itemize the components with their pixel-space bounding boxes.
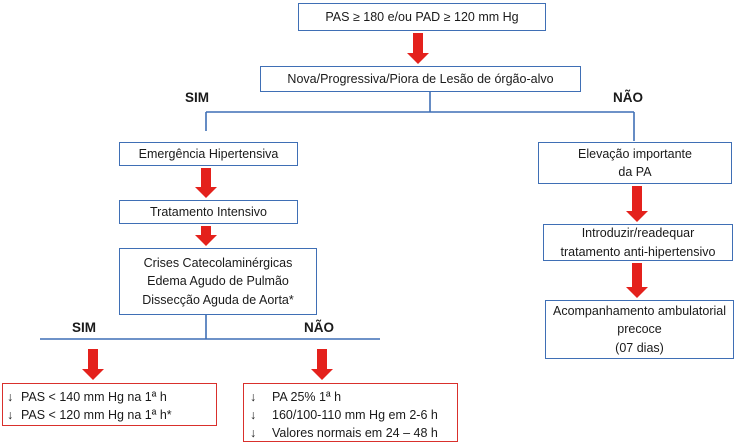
arrow-to-yes-targets <box>82 349 104 380</box>
important-elevation-line: Elevação importante <box>578 146 692 161</box>
arrow-emergency-to-treatment <box>195 168 217 198</box>
down-arrow-icon: ↓ <box>7 390 14 404</box>
flow-arrows <box>82 33 648 380</box>
special-condition-line: Crises Catecolaminérgicas <box>143 256 293 271</box>
down-arrow-icon: ↓ <box>250 426 257 441</box>
down-arrow-icon: ↓ <box>7 408 14 423</box>
adjust-treatment-line: tratamento anti-hipertensivo <box>560 244 716 259</box>
no-target-line: ↓160/100-110 mm Hg em 2-6 h <box>250 406 438 424</box>
yes-target-line: ↓PAS < 120 mm Hg na 1ª h* <box>7 406 172 424</box>
outpatient-followup-box: Acompanhamento ambulatorial precoce (07 … <box>545 300 734 359</box>
important-elevation-box: Elevação importante da PA <box>538 142 732 184</box>
arrow-elevation-to-adjust <box>626 186 648 222</box>
arrow-adjust-to-followup <box>626 263 648 298</box>
no-target-line: ↓Valores normais em 24 – 48 h <box>250 424 438 442</box>
outpatient-followup-line: precoce <box>617 322 662 337</box>
outpatient-followup-line: (07 dias) <box>615 340 664 355</box>
yes-targets-box: ↓PAS < 140 mm Hg na 1ª h ↓PAS < 120 mm H… <box>2 383 217 426</box>
hypertensive-emergency-box: Emergência Hipertensiva <box>119 142 298 166</box>
bottom-no-label: NÃO <box>304 320 334 335</box>
branch-lines <box>40 92 635 340</box>
adjust-treatment-box: Introduzir/readequar tratamento anti-hip… <box>543 224 733 261</box>
arrow-treatment-to-conditions <box>195 226 217 246</box>
top-no-label: NÃO <box>613 90 643 105</box>
arrow-criteria-to-damage <box>407 33 429 64</box>
special-conditions-box: Crises Catecolaminérgicas Edema Agudo de… <box>119 248 317 315</box>
important-elevation-line: da PA <box>618 165 652 179</box>
target-organ-damage-box: Nova/Progressiva/Piora de Lesão de órgão… <box>260 66 581 92</box>
intensive-treatment-box: Tratamento Intensivo <box>119 200 298 224</box>
down-arrow-icon: ↓ <box>250 408 257 423</box>
down-arrow-icon: ↓ <box>250 390 257 404</box>
yes-target-line: ↓PAS < 140 mm Hg na 1ª h <box>7 388 172 406</box>
pressure-criteria-text: PAS ≥ 180 e/ou PAD ≥ 120 mm Hg <box>325 9 519 24</box>
special-condition-line: Edema Agudo de Pulmão <box>147 274 289 289</box>
target-organ-damage-text: Nova/Progressiva/Piora de Lesão de órgão… <box>287 71 554 86</box>
no-target-line: ↓PA 25% 1ª h <box>250 388 438 406</box>
pressure-criteria-box: PAS ≥ 180 e/ou PAD ≥ 120 mm Hg <box>298 3 546 31</box>
top-yes-label: SIM <box>185 90 210 105</box>
arrow-to-no-targets <box>311 349 333 380</box>
no-targets-box: ↓PA 25% 1ª h ↓160/100-110 mm Hg em 2-6 h… <box>243 383 458 442</box>
hypertensive-emergency-text: Emergência Hipertensiva <box>138 146 279 161</box>
bottom-yes-label: SIM <box>72 320 97 335</box>
adjust-treatment-line: Introduzir/readequar <box>581 226 695 241</box>
intensive-treatment-text: Tratamento Intensivo <box>150 204 267 219</box>
special-condition-line: Dissecção Aguda de Aorta* <box>142 292 294 307</box>
outpatient-followup-line: Acompanhamento ambulatorial <box>552 304 727 319</box>
